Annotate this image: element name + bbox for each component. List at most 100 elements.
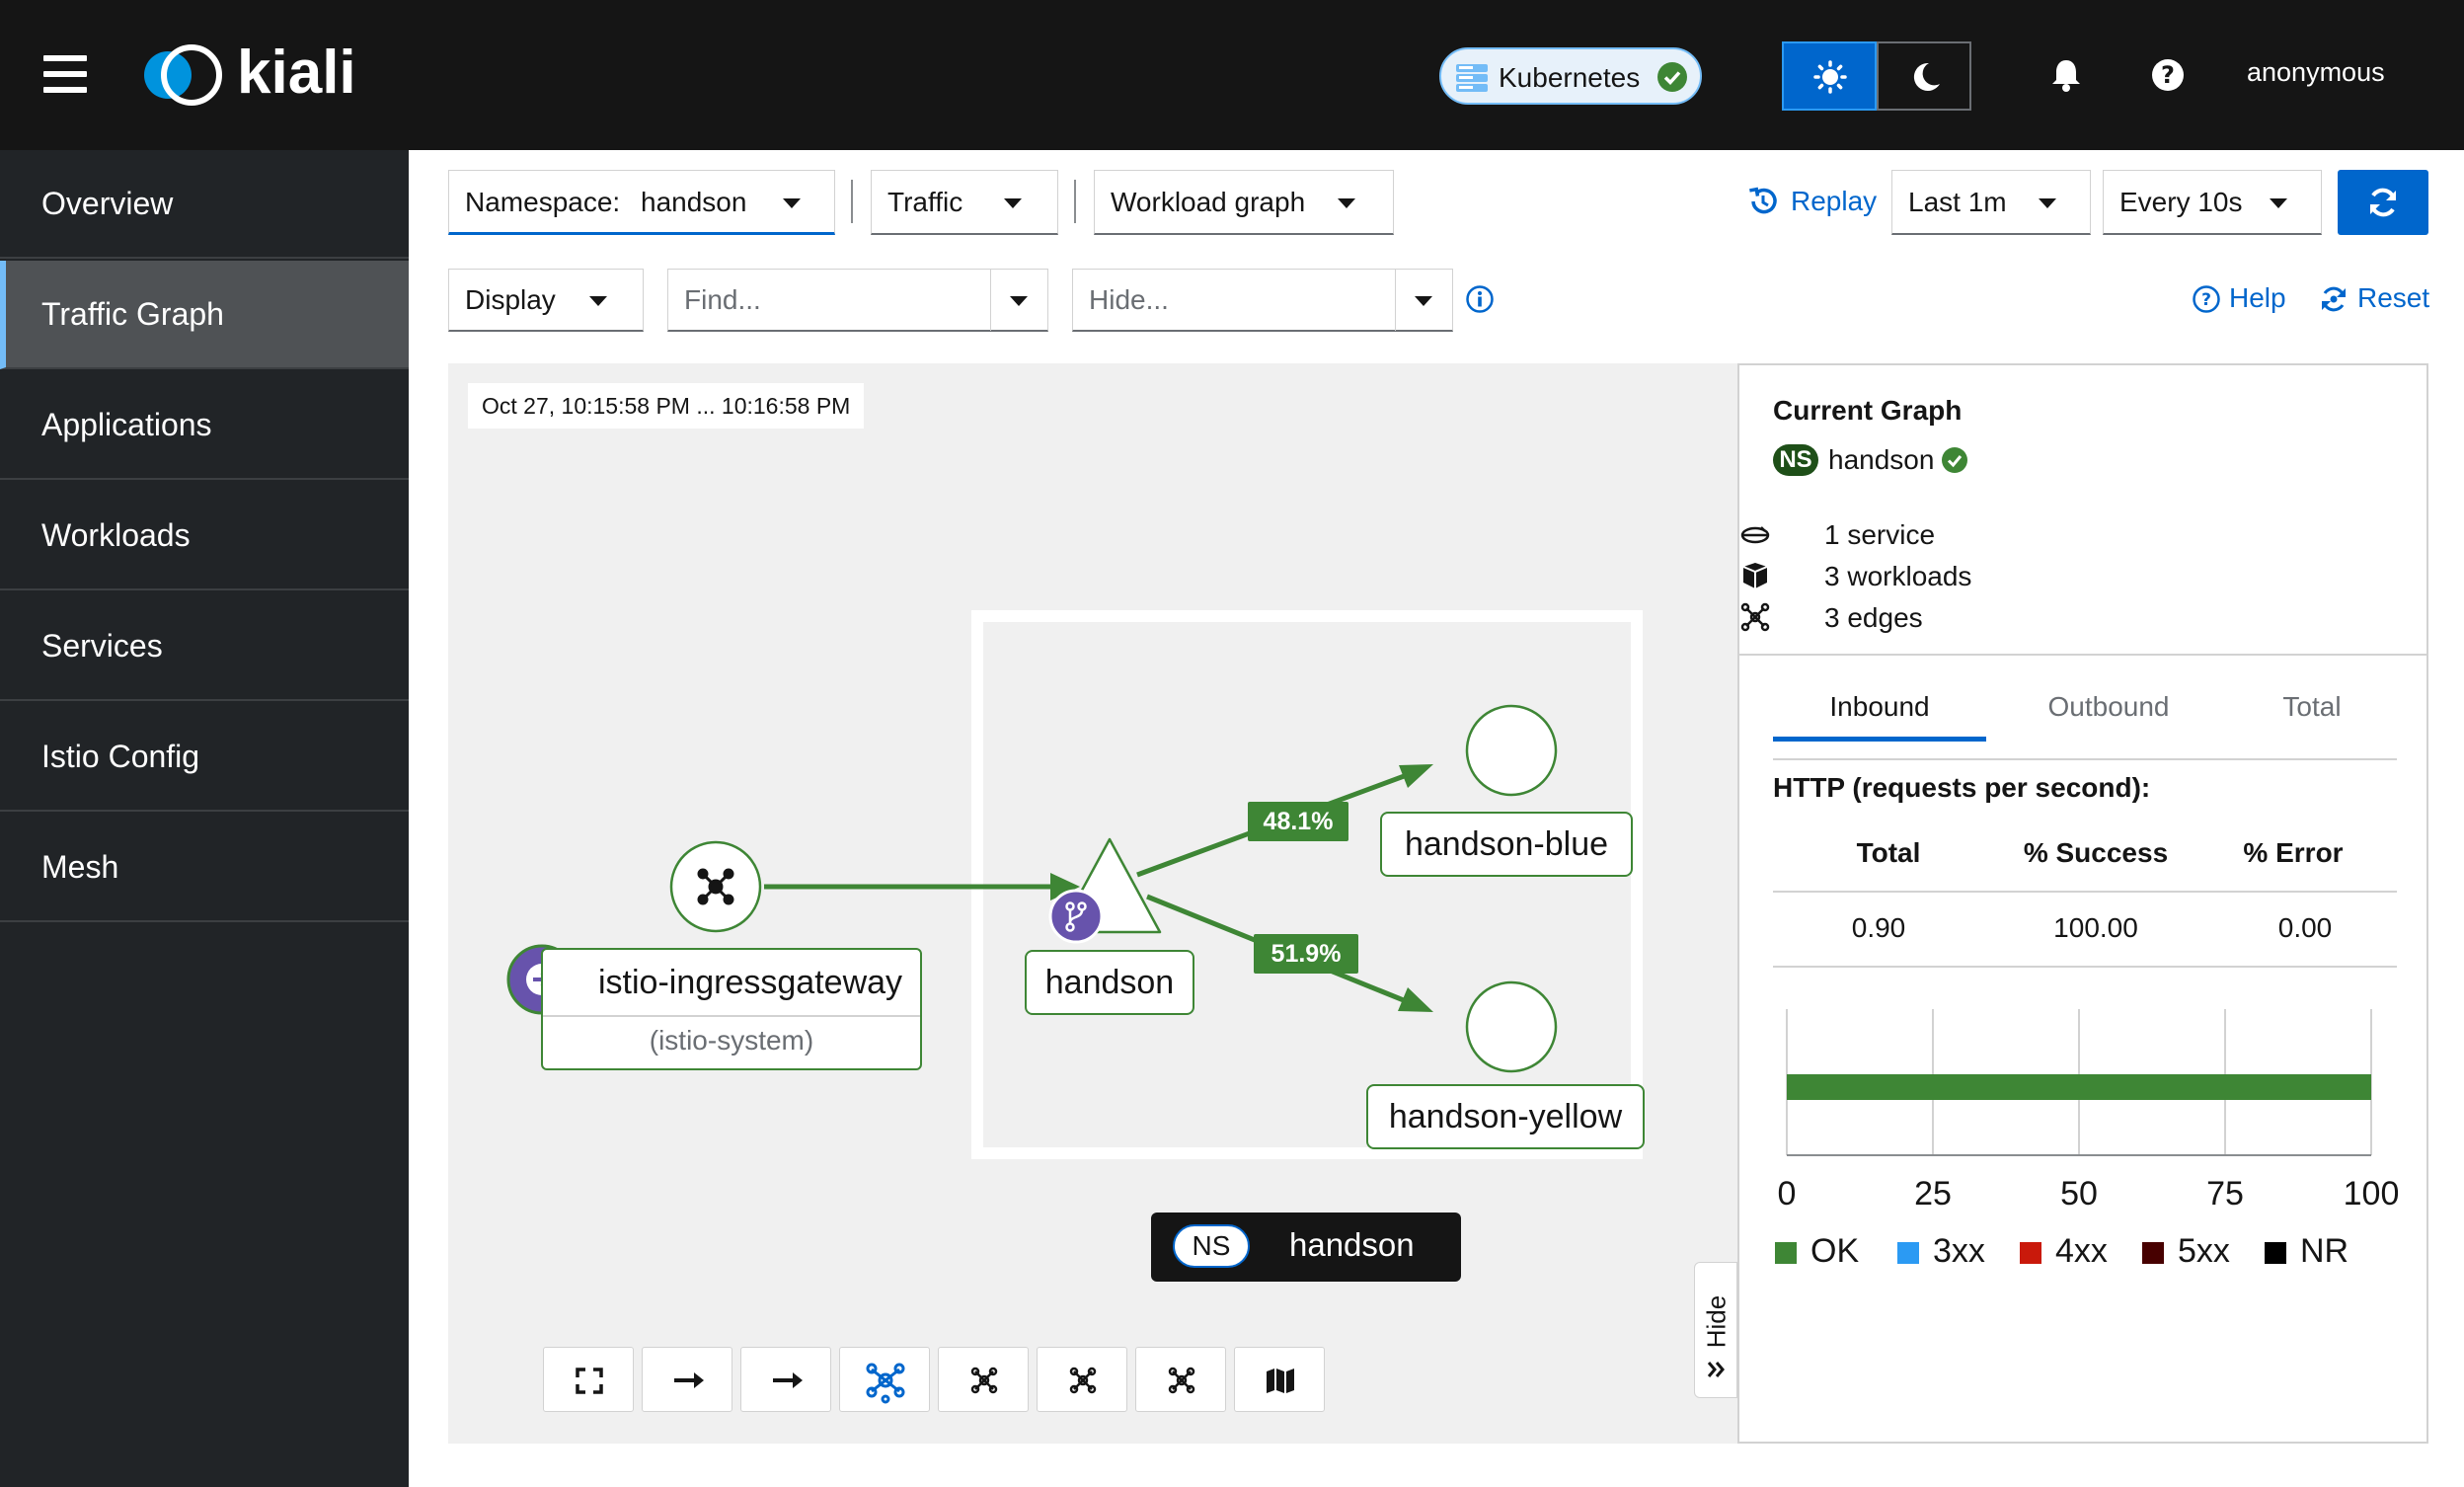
sidebar-item-workloads[interactable]: Workloads: [0, 482, 409, 590]
layout-1-button[interactable]: [740, 1347, 831, 1412]
traffic-graph-canvas[interactable]: Oct 27, 10:15:58 PM ... 10:16:58 PM: [448, 363, 1737, 1444]
handson-blue-label[interactable]: handson-blue: [1380, 812, 1633, 877]
chart-bar-ok: [1787, 1074, 2371, 1100]
edge-gateway-to-handson[interactable]: [764, 873, 1080, 900]
tab-inbound[interactable]: Inbound: [1829, 691, 1930, 722]
sidebar-item-label: Workloads: [41, 517, 191, 553]
sidebar-item-services[interactable]: Services: [0, 592, 409, 701]
help-icon[interactable]: ?: [2150, 57, 2186, 93]
duration-dropdown[interactable]: Last 1m: [1891, 170, 2091, 235]
table-cell-total: 0.90: [1851, 912, 1906, 943]
cluster-badge[interactable]: Kubernetes: [1439, 47, 1702, 105]
sidebar-item-label: Mesh: [41, 849, 119, 885]
sync-icon: [2370, 188, 2396, 217]
cluster-icon: [1456, 64, 1488, 92]
chart-tick-label: 25: [1914, 1175, 1952, 1213]
topology-icon: [1069, 1367, 1097, 1394]
legend-label-ok: OK: [1810, 1232, 1860, 1270]
node-handson-yellow[interactable]: [1465, 980, 1558, 1073]
double-chevron-right-icon: [1707, 1362, 1725, 1377]
hide-panel-label: Hide: [1701, 1294, 1732, 1349]
legend-swatch-nr: [2265, 1242, 2286, 1264]
layout-2-button[interactable]: [839, 1347, 930, 1412]
reset-link[interactable]: Reset: [2357, 282, 2430, 313]
expand-icon: [576, 1368, 603, 1394]
caret-down-icon[interactable]: [1010, 296, 1028, 306]
handson-yellow-label[interactable]: handson-yellow: [1366, 1084, 1645, 1149]
node-istio-ingressgateway[interactable]: [669, 840, 762, 933]
layout-default-button[interactable]: [642, 1347, 732, 1412]
bell-icon[interactable]: [2049, 57, 2083, 93]
zoom-to-fit-button[interactable]: [543, 1347, 634, 1412]
topology-icon: [1740, 602, 1770, 632]
svg-text:?: ?: [2201, 290, 2211, 310]
sidebar-item-istio-config[interactable]: Istio Config: [0, 703, 409, 812]
gateway-label[interactable]: istio-ingressgateway (istio-system): [541, 948, 922, 1070]
service-icon: [1740, 526, 1770, 544]
edge-label-blue: 48.1%: [1248, 802, 1348, 841]
panel-namespace[interactable]: handson: [1828, 444, 1935, 475]
layout-4-button[interactable]: [1037, 1347, 1127, 1412]
sidebar-item-traffic-graph[interactable]: Traffic Graph: [0, 261, 409, 369]
namespace-dropdown-label: Namespace:: [465, 187, 621, 217]
legend-label-5xx: 5xx: [2178, 1232, 2230, 1270]
caret-down-icon[interactable]: [1415, 296, 1432, 306]
dark-theme-button[interactable]: [1877, 41, 1971, 111]
chart-tick-label: 0: [1777, 1175, 1797, 1213]
legend-swatch-5xx: [2142, 1242, 2164, 1264]
app-name: kiali: [237, 39, 356, 107]
caret-down-icon: [2039, 198, 2056, 208]
virtual-service-badge-icon: [1048, 889, 1104, 944]
refresh-interval-dropdown[interactable]: Every 10s: [2103, 170, 2322, 235]
services-count: 1 service: [1824, 519, 1936, 550]
gateway-topology-icon: [697, 868, 734, 905]
sidebar-item-applications[interactable]: Applications: [0, 371, 409, 480]
tab-total[interactable]: Total: [2282, 691, 2342, 722]
sidebar-item-overview[interactable]: Overview: [0, 150, 409, 259]
summary-panel: Current Graph NS handson 1 service 3 wor…: [1737, 363, 2428, 1444]
hide-input-placeholder: Hide...: [1089, 284, 1169, 315]
masthead: kiali Kubernetes: [0, 0, 2464, 150]
user-menu[interactable]: anonymous: [2247, 57, 2385, 87]
display-dropdown-label: Display: [465, 284, 556, 315]
sidebar-item-label: Traffic Graph: [41, 296, 224, 332]
chart-tick-label: 50: [2060, 1175, 2098, 1213]
display-dropdown[interactable]: Display: [448, 269, 644, 332]
handson-service-label[interactable]: handson: [1025, 950, 1194, 1015]
refresh-button[interactable]: [2338, 170, 2428, 235]
caret-down-icon: [1004, 198, 1022, 208]
find-input[interactable]: Find...: [667, 269, 1048, 332]
workloads-count: 3 workloads: [1824, 561, 1972, 591]
hide-panel-tab[interactable]: Hide: [1694, 1262, 1737, 1398]
table-header-total: Total: [1856, 837, 1921, 868]
info-icon[interactable]: [1465, 284, 1495, 314]
layout-3-button[interactable]: [938, 1347, 1029, 1412]
sun-icon: [1813, 60, 1847, 94]
legend-swatch-3xx: [1897, 1242, 1919, 1264]
menu-icon[interactable]: [43, 55, 87, 93]
node-handson-blue[interactable]: [1465, 704, 1558, 797]
tab-outbound[interactable]: Outbound: [2047, 691, 2170, 722]
toolbar-divider: [851, 180, 853, 223]
chart-tick-label: 100: [2343, 1175, 2400, 1213]
legend-label-3xx: 3xx: [1933, 1232, 1985, 1270]
sidebar-item-mesh[interactable]: Mesh: [0, 814, 409, 922]
caret-down-icon: [589, 296, 607, 306]
refresh-interval-label: Every 10s: [2119, 187, 2243, 217]
cluster-name: Kubernetes: [1499, 62, 1641, 93]
duration-dropdown-label: Last 1m: [1908, 187, 2007, 217]
check-circle-icon: [1657, 62, 1687, 92]
traffic-dropdown[interactable]: Traffic: [871, 170, 1058, 235]
edge-label-yellow: 51.9%: [1254, 934, 1358, 974]
replay-button[interactable]: Replay: [1791, 186, 1878, 216]
hide-input[interactable]: Hide...: [1072, 269, 1453, 332]
light-theme-button[interactable]: [1782, 41, 1877, 111]
namespace-dropdown[interactable]: Namespace: handson: [448, 170, 835, 235]
legend-button[interactable]: [1234, 1347, 1325, 1412]
layout-5-button[interactable]: [1135, 1347, 1226, 1412]
graph-type-dropdown[interactable]: Workload graph: [1094, 170, 1394, 235]
sidebar-item-label: Services: [41, 628, 163, 664]
http-traffic-chart: [1786, 1009, 2372, 1156]
help-link[interactable]: Help: [2229, 282, 2286, 313]
long-arrow-right-icon: [773, 1372, 803, 1388]
